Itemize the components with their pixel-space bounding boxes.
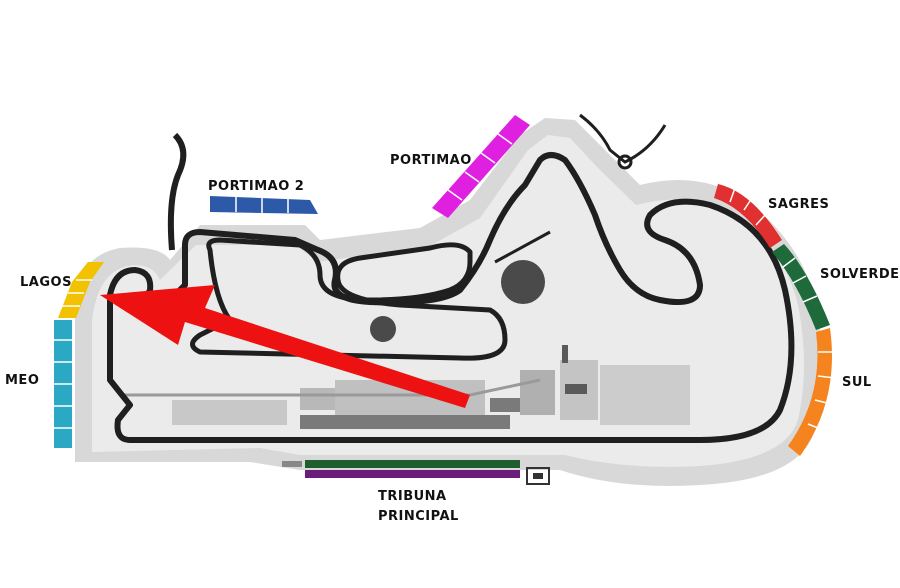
inner-loop-track [190, 237, 508, 361]
label-meo: MEO [5, 373, 39, 388]
connector-road [494, 230, 551, 264]
paddock-buildings [172, 260, 690, 429]
stand-tribuna-principal [282, 460, 550, 485]
label-solverde: SOLVERDE [820, 267, 900, 282]
label-sagres: SAGRES [768, 197, 829, 212]
stand-sul [788, 328, 836, 456]
roundabout [617, 154, 633, 170]
stand-meo [54, 320, 72, 448]
stand-sagres [714, 184, 782, 248]
label-sul: SUL [842, 375, 872, 390]
direction-arrow [100, 285, 470, 408]
stand-solverde [772, 244, 830, 330]
service-road [579, 113, 667, 164]
stand-portimao-2 [210, 196, 318, 214]
label-tribuna-line1: TRIBUNA [378, 489, 447, 504]
stand-lagos [58, 262, 104, 318]
stand-portimao [432, 115, 530, 218]
label-portimao: PORTIMAO [390, 153, 472, 168]
access-road [167, 132, 187, 251]
label-portimao-2: PORTIMAO 2 [208, 179, 304, 194]
label-tribuna-line2: PRINCIPAL [378, 509, 459, 524]
label-lagos: LAGOS [20, 275, 72, 290]
race-track [107, 152, 795, 443]
